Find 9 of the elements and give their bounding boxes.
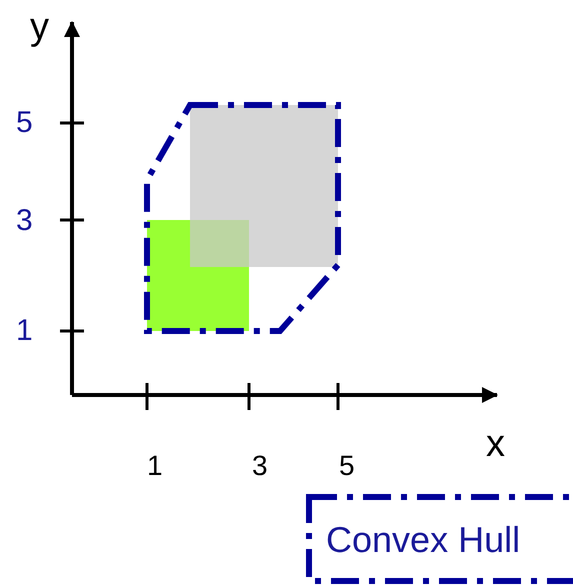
legend-label: Convex Hull (326, 522, 520, 558)
tick-label: 5 (339, 452, 355, 480)
axis-label: x (486, 425, 505, 463)
tick-label: 1 (147, 452, 163, 480)
tick-label: 1 (16, 316, 33, 346)
tick-label: 3 (16, 206, 33, 236)
tick-label: 5 (16, 108, 33, 138)
tick-label: 3 (252, 452, 268, 480)
axis-label: y (30, 8, 49, 46)
